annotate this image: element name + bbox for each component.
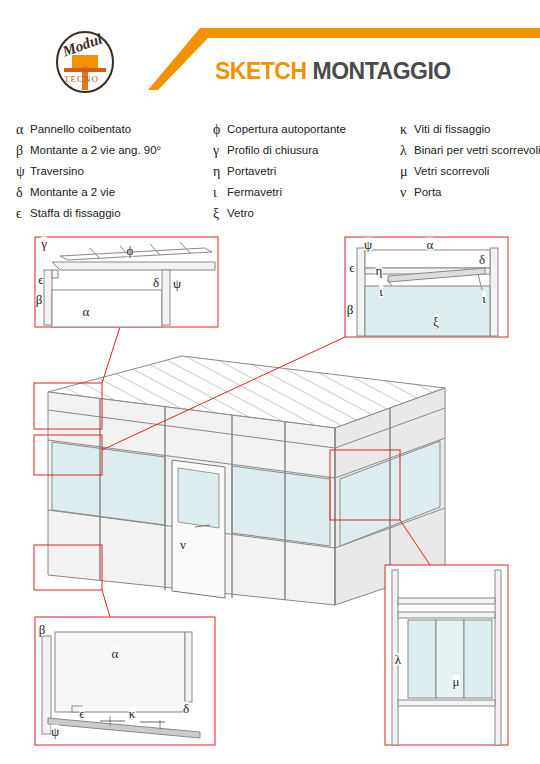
legend-text: Binari per vetri scorrevoli (414, 145, 540, 157)
callout-letter: β (347, 303, 354, 316)
legend-text: Porta (414, 187, 442, 199)
callout-letter: ι (379, 285, 383, 298)
callout-letter: β (39, 623, 46, 636)
legend-text: Montante a 2 vie ang. 90° (30, 145, 161, 157)
legend-text: Montante a 2 vie (30, 187, 115, 199)
callout-letter: ν (180, 538, 186, 551)
callout-letter: δ (183, 702, 189, 715)
legend-letter: ι (213, 186, 217, 200)
callout-letter: λ (395, 653, 401, 666)
callout-letter: ψ (173, 277, 181, 290)
legend-text: Pannello coibentato (30, 124, 131, 136)
legend-letter: ξ (213, 207, 219, 221)
callout-letter: μ (453, 675, 460, 688)
legend-letter: ϕ (213, 123, 220, 137)
legend-letter: ν (400, 186, 406, 200)
callout-letter: α (112, 647, 119, 660)
legend-letter: λ (400, 144, 407, 158)
legend-text: Vetro (227, 208, 254, 220)
callout-letter: ϵ (38, 273, 43, 286)
legend-letter: κ (400, 123, 407, 137)
callout-letter: α (427, 238, 434, 251)
callout-letter: ϵ (349, 261, 354, 274)
legend-letter: ϵ (16, 207, 22, 221)
legend-letter: β (16, 144, 23, 158)
legend-text: Staffa di fissaggio (30, 208, 121, 220)
legend-text: Viti di fissaggio (414, 124, 491, 136)
logo-text: TECNO (64, 75, 99, 84)
legend-text: Profilo di chiusura (227, 145, 318, 157)
legend-letter: η (213, 165, 220, 179)
callout-letter: β (36, 293, 43, 306)
callout-letter: η (376, 264, 383, 277)
callout-letter: γ (41, 237, 47, 250)
legend-text: Fermavetri (227, 187, 282, 199)
legend-text: Portavetri (227, 166, 276, 178)
callout-letter: ψ (364, 238, 372, 251)
callout-letter: κ (129, 707, 136, 720)
callout-letter: ψ (51, 725, 59, 738)
callout-letter: δ (153, 276, 159, 289)
legend-text: Traversino (30, 166, 84, 178)
callout-letter: α (83, 305, 90, 318)
legend-text: Vetri scorrevoli (414, 166, 489, 178)
callout-letter: ι (482, 292, 486, 305)
legend-letter: γ (213, 144, 219, 158)
legend-letter: δ (16, 186, 23, 200)
legend-letter: ψ (16, 165, 25, 179)
callout-letter: δ (479, 253, 485, 266)
callout-letter: ξ (433, 315, 439, 328)
title-word: MONTAGGIO (313, 60, 451, 83)
callout-letter: ϕ (127, 244, 134, 257)
callout-letter: ϵ (79, 707, 84, 720)
legend-letter: μ (400, 165, 408, 179)
legend-letter: α (16, 123, 23, 137)
title-word: SKETCH (215, 60, 307, 83)
legend-text: Copertura autoportante (227, 124, 346, 136)
